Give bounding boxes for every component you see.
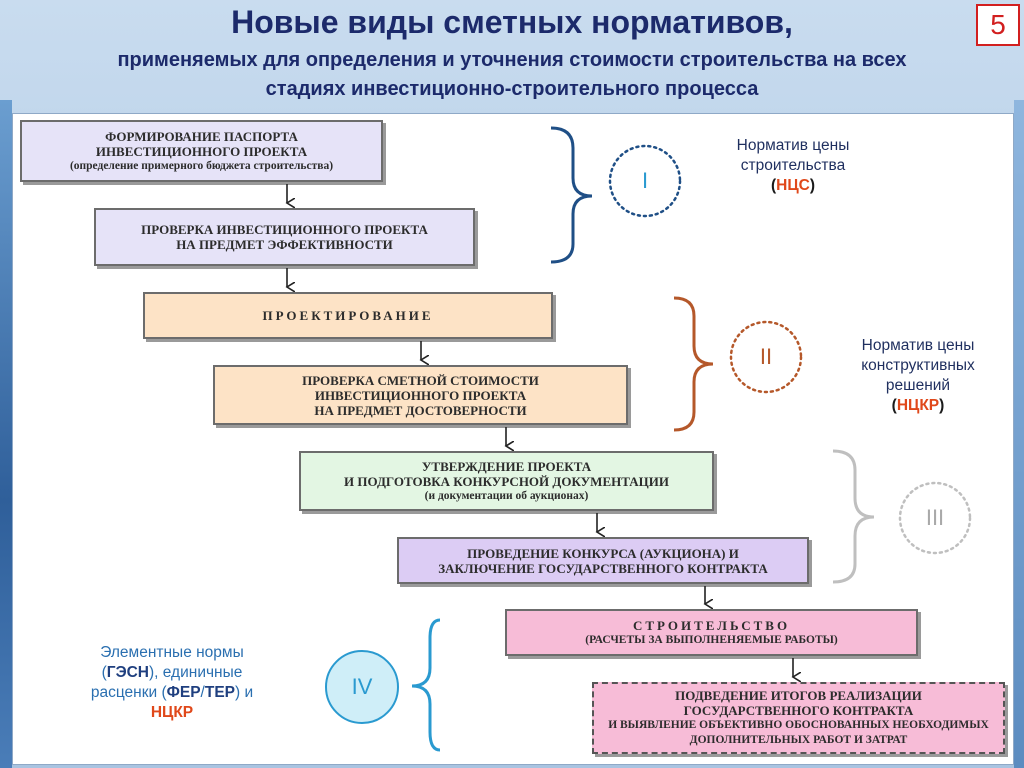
step-8-line-1: ПОДВЕДЕНИЕ ИТОГОВ РЕАЛИЗАЦИИ xyxy=(675,688,922,703)
step-2-line-2: НА ПРЕДМЕТ ЭФФЕКТИВНОСТИ xyxy=(176,237,393,252)
step-5-line-3: (и документации об аукционах) xyxy=(424,489,589,502)
step-1-line-3: (определение примерного бюджета строител… xyxy=(69,159,334,172)
step-3-line-1: ПРОЕКТИРОВАНИЕ xyxy=(262,308,434,323)
step-7-construction: СТРОИТЕЛЬСТВО (РАСЧЕТЫ ЗА ВЫПОЛНЕНЯЕМЫЕ … xyxy=(505,609,918,656)
step-1-line-1: ФОРМИРОВАНИЕ ПАСПОРТА xyxy=(105,128,298,144)
right-decor-strip xyxy=(1014,100,1024,768)
note-2-line-3: решений xyxy=(885,377,951,394)
note-2-line-1: Норматив цены xyxy=(861,337,975,354)
step-4-cost-check: ПРОВЕРКА СМЕТНОЙ СТОИМОСТИ ИНВЕСТИЦИОННО… xyxy=(213,365,628,425)
step-8-line-4: ДОПОЛНИТЕЛЬНЫХ РАБОТ И ЗАТРАТ xyxy=(689,734,908,746)
ncs-abbr: НЦС xyxy=(776,177,810,194)
fer-abbr: ФЕР xyxy=(166,684,201,701)
stage-3-circle xyxy=(898,481,972,555)
step-7-line-1: СТРОИТЕЛЬСТВО xyxy=(632,617,791,633)
note-2-line-4: (НЦКР) xyxy=(891,397,945,414)
stage-2-circle xyxy=(729,320,803,394)
step-5-approval: УТВЕРЖДЕНИЕ ПРОЕКТА И ПОДГОТОВКА КОНКУРС… xyxy=(299,451,714,511)
stage-1-circle xyxy=(608,144,682,218)
step-8-line-2: ГОСУДАРСТВЕННОГО КОНТРАКТА xyxy=(683,703,914,718)
stage-3-label: III xyxy=(925,505,945,530)
note-2-line-2: конструктивных xyxy=(861,357,975,374)
step-3-design: ПРОЕКТИРОВАНИЕ xyxy=(143,292,553,339)
slide-subtitle: применяемых для определения и уточнения … xyxy=(30,46,994,104)
subtitle-line-2: стадиях инвестиционно-строительного проц… xyxy=(265,78,759,100)
stage-2-label: II xyxy=(759,344,773,369)
step-5-line-1: УТВЕРЖДЕНИЕ ПРОЕКТА xyxy=(421,458,592,474)
nckr-abbr: НЦКР xyxy=(896,397,940,414)
note-1-line-1: Норматив цены xyxy=(736,137,850,154)
note-stage-1: Норматив цены строительства (НЦС) xyxy=(700,136,886,196)
slide-header: Новые виды сметных нормативов, применяем… xyxy=(0,0,1024,110)
stage-4-circle xyxy=(325,650,399,724)
step-7-line-2: (РАСЧЕТЫ ЗА ВЫПОЛНЕНЯЕМЫЕ РАБОТЫ) xyxy=(585,633,838,646)
note-1-line-2: строительства xyxy=(740,157,846,174)
step-6-line-2: ЗАКЛЮЧЕНИЕ ГОСУДАРСТВЕННОГО КОНТРАКТА xyxy=(438,560,768,576)
note-4-line-4: НЦКР xyxy=(150,704,194,721)
gesn-abbr: ГЭСН xyxy=(106,664,149,681)
brace-stage-3 xyxy=(832,449,875,584)
step-4-line-3: НА ПРЕДМЕТ ДОСТОВЕРНОСТИ xyxy=(314,402,527,418)
note-stage-4: Элементные нормы (ГЭСН), единичные расце… xyxy=(54,643,290,723)
ter-abbr: ТЕР xyxy=(204,684,236,701)
stage-4-label: IV xyxy=(351,674,373,699)
step-2-efficiency: ПРОВЕРКА ИНВЕСТИЦИОННОГО ПРОЕКТА НА ПРЕД… xyxy=(94,208,475,266)
step-8-line-3: И ВЫЯВЛЕНИЕ ОБЪЕКТИВНО ОБОСНОВАННЫХ НЕОБ… xyxy=(608,719,989,731)
subtitle-line-1: применяемых для определения и уточнения … xyxy=(117,49,907,71)
step-5-line-2: И ПОДГОТОВКА КОНКУРСНОЙ ДОКУМЕНТАЦИИ xyxy=(344,473,669,489)
slide-title: Новые виды сметных нормативов, xyxy=(231,4,793,40)
brace-stage-1 xyxy=(550,126,593,264)
note-4-line-2: (ГЭСН), единичные xyxy=(101,664,243,681)
left-decor-strip xyxy=(0,100,12,768)
note-1-line-3: (НЦС) xyxy=(770,177,816,194)
brace-stage-2 xyxy=(673,296,714,432)
step-1-passport: ФОРМИРОВАНИЕ ПАСПОРТА ИНВЕСТИЦИОННОГО ПР… xyxy=(20,120,383,182)
stage-1-label: I xyxy=(641,168,649,193)
step-1-line-2: ИНВЕСТИЦИОННОГО ПРОЕКТА xyxy=(95,143,308,159)
brace-stage-4 xyxy=(411,618,441,752)
step-6-line-1: ПРОВЕДЕНИЕ КОНКУРСА (АУКЦИОНА) И xyxy=(467,545,739,561)
note-4-line-1: Элементные нормы xyxy=(100,644,244,661)
step-4-line-1: ПРОВЕРКА СМЕТНОЙ СТОИМОСТИ xyxy=(302,372,539,388)
step-6-tender: ПРОВЕДЕНИЕ КОНКУРСА (АУКЦИОНА) И ЗАКЛЮЧЕ… xyxy=(397,537,809,584)
step-2-line-1: ПРОВЕРКА ИНВЕСТИЦИОННОГО ПРОЕКТА xyxy=(141,222,428,237)
note-stage-2: Норматив цены конструктивных решений (НЦ… xyxy=(825,336,1011,416)
page-number: 5 xyxy=(976,4,1020,46)
step-4-line-2: ИНВЕСТИЦИОННОГО ПРОЕКТА xyxy=(314,387,527,403)
note-4-line-3: расценки (ФЕР/ТЕР) и xyxy=(90,684,254,701)
step-8-results: ПОДВЕДЕНИЕ ИТОГОВ РЕАЛИЗАЦИИ ГОСУДАРСТВЕ… xyxy=(592,682,1005,754)
